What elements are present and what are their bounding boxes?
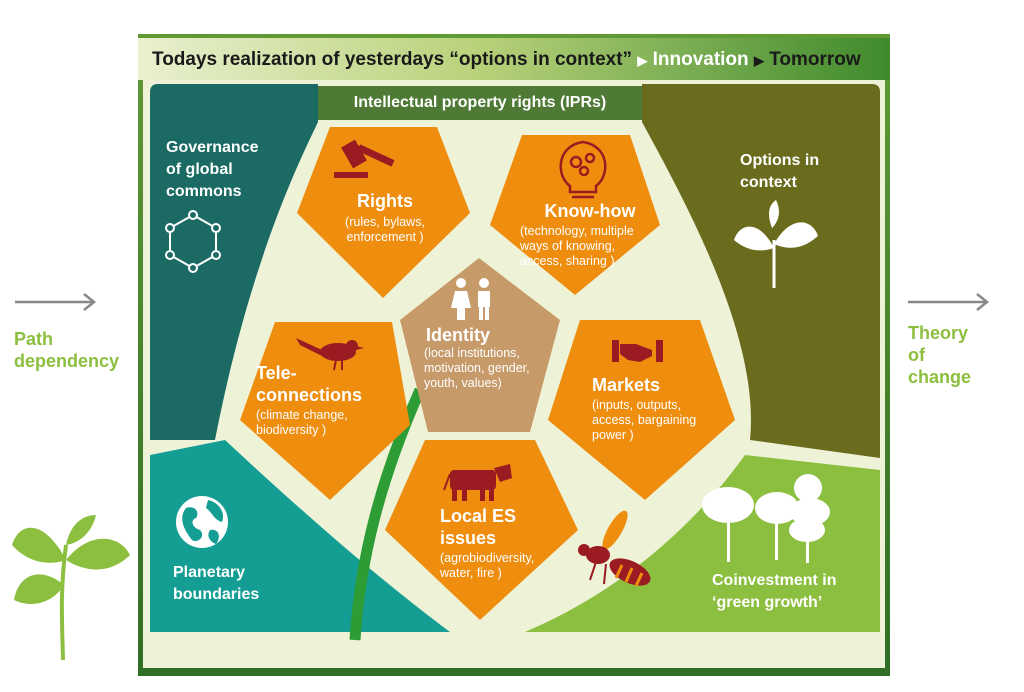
rights-pentagon — [297, 127, 470, 298]
teleconnections-title: Tele- connections — [256, 363, 363, 405]
local-es-text: Local ES issues (agrobiodiversity, water… — [440, 505, 555, 581]
header-tomorrow: Tomorrow — [769, 49, 861, 70]
rights-subtitle: (rules, bylaws, enforcement ) — [345, 215, 425, 244]
teleconnections-text: Tele- connections (climate change, biodi… — [256, 362, 381, 438]
cow-icon — [443, 464, 512, 501]
markets-text: Markets (inputs, outputs, access, bargai… — [592, 374, 712, 443]
local-es-pentagon — [385, 440, 578, 620]
sprout-icon — [12, 515, 130, 661]
path-dependency-label: Path dependency — [14, 329, 120, 371]
rights-title: Rights — [357, 191, 413, 211]
identity-title: Identity — [426, 325, 491, 345]
planetary-title: Planetary boundaries — [173, 564, 260, 603]
options-title: Options in context — [740, 152, 820, 191]
gavel-icon — [334, 139, 395, 178]
markets-subtitle: (inputs, outputs, access, bargaining pow… — [592, 398, 697, 442]
globe-icon — [176, 496, 228, 548]
handshake-icon — [612, 340, 663, 362]
triangle-icon: ▶ — [753, 53, 764, 68]
planetary-panel — [150, 440, 450, 632]
governance-title: Governance of global commons — [166, 139, 259, 200]
teleconnections-pentagon — [240, 322, 410, 500]
ipr-banner: Intellectual property rights (IPRs) — [318, 86, 642, 120]
knowhow-text: Know-how (technology, multiple ways of k… — [520, 200, 660, 269]
network-icon — [165, 210, 221, 273]
bee-icon — [578, 510, 651, 587]
identity-pentagon — [400, 258, 560, 432]
teleconnections-subtitle: (climate change, biodiversity ) — [256, 408, 348, 437]
people-icon — [451, 278, 490, 320]
identity-text: Identity (local institutions, motivation… — [424, 324, 544, 391]
local-es-subtitle: (agrobiodiversity, water, fire ) — [440, 551, 535, 580]
theory-of-change-label: Theory of change — [908, 323, 972, 387]
options-panel — [642, 84, 880, 458]
markets-pentagon — [548, 320, 735, 500]
knowhow-title: Know-how — [544, 201, 636, 221]
coinvestment-title: Coinvestment in ‘green growth’ — [712, 572, 837, 611]
right-arrow-icon — [908, 293, 990, 311]
left-arrow-icon — [15, 293, 97, 311]
identity-subtitle: (local institutions, motivation, gender,… — [424, 346, 530, 390]
knowhow-pentagon — [490, 135, 660, 295]
header-prefix: Todays realization of yesterdays “option… — [152, 49, 633, 70]
rights-text: Rights (rules, bylaws, enforcement ) — [310, 190, 460, 245]
bird-icon — [296, 338, 364, 371]
header-innovation: Innovation — [652, 49, 749, 70]
governance-panel — [150, 84, 318, 440]
header-title: Todays realization of yesterdays “option… — [152, 49, 861, 71]
knowhow-subtitle: (technology, multiple ways of knowing, a… — [520, 224, 634, 268]
seedling-icon — [734, 200, 818, 288]
trees-icon — [702, 474, 830, 563]
header-bar — [138, 38, 890, 80]
triangle-icon: ▶ — [637, 53, 648, 68]
local-es-title: Local ES issues — [440, 506, 517, 548]
lightbulb-gears-icon — [559, 140, 607, 199]
markets-title: Markets — [592, 375, 661, 395]
